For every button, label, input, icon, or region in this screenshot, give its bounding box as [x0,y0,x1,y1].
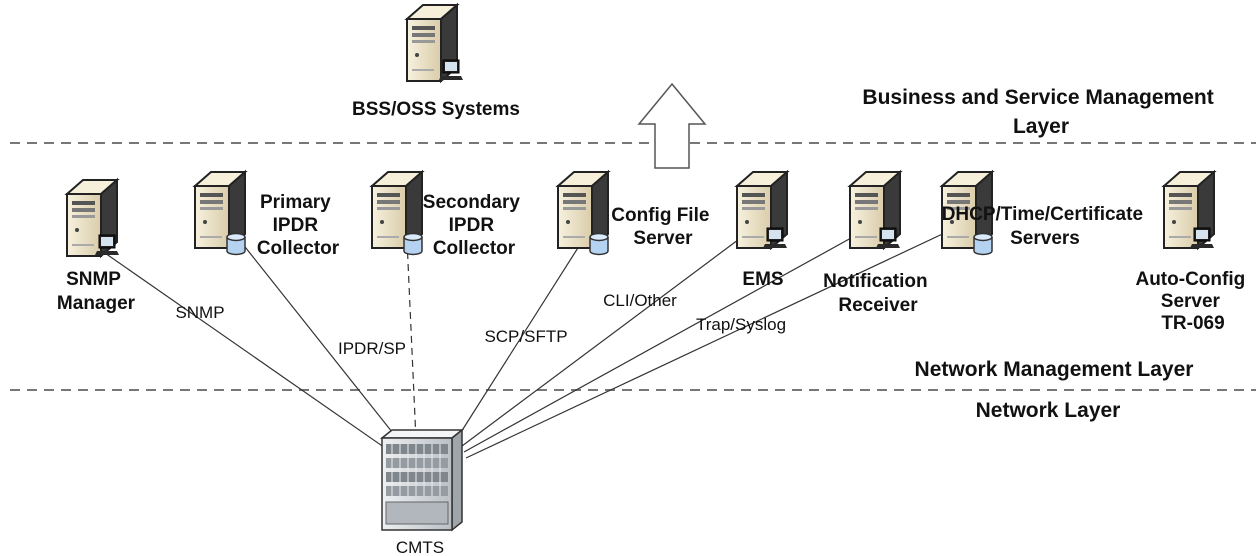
secondary-ipdr-label: Secondary IPDR Collector [423,192,525,259]
notification-label: Notification Receiver [823,271,933,316]
cli-protocol-label: CLI/Other [603,291,677,310]
snmp-manager-label: SNMP Manager [57,269,136,314]
ems-label: EMS [742,269,783,290]
link-primary-ipdr [229,227,401,443]
network-layer-label: Network Layer [976,399,1121,422]
autoconfig-label: Auto-Config Server TR-069 [1135,269,1250,334]
link-secondary-ipdr [406,239,417,441]
bss-oss-label: BSS/OSS Systems [352,99,520,120]
link-snmp [91,243,389,451]
dhcp-label: DHCP/Time/Certificate Servers [942,204,1149,249]
connection-lines [91,221,969,459]
link-notification [463,221,881,453]
business-layer-label: Business and Service Management Layer [862,86,1219,138]
bss-oss-server-icon [406,4,464,82]
link-ems [461,221,763,447]
autoconfig-server-icon [1163,171,1215,249]
config-file-label: Config File Server [611,205,714,249]
secondary-ipdr-server-icon [371,171,423,256]
snmp-manager-server-icon [66,179,120,257]
primary-ipdr-server-icon [194,171,246,256]
network-management-layer-label: Network Management Layer [915,358,1194,381]
up-arrow-icon [637,82,707,169]
trap-protocol-label: Trap/Syslog [696,315,786,334]
ems-server-icon [736,171,788,249]
config-file-server-icon [557,171,609,256]
scp-protocol-label: SCP/SFTP [484,327,567,346]
link-dhcp [465,221,969,459]
cmts-chassis-icon [379,428,465,532]
primary-ipdr-label: Primary IPDR Collector [257,192,340,259]
ipdr-protocol-label: IPDR/SP [338,339,406,358]
cmts-label: CMTS [396,538,444,556]
snmp-protocol-label: SNMP [175,303,224,322]
notification-server-icon [849,171,901,249]
link-config-file [455,231,589,441]
